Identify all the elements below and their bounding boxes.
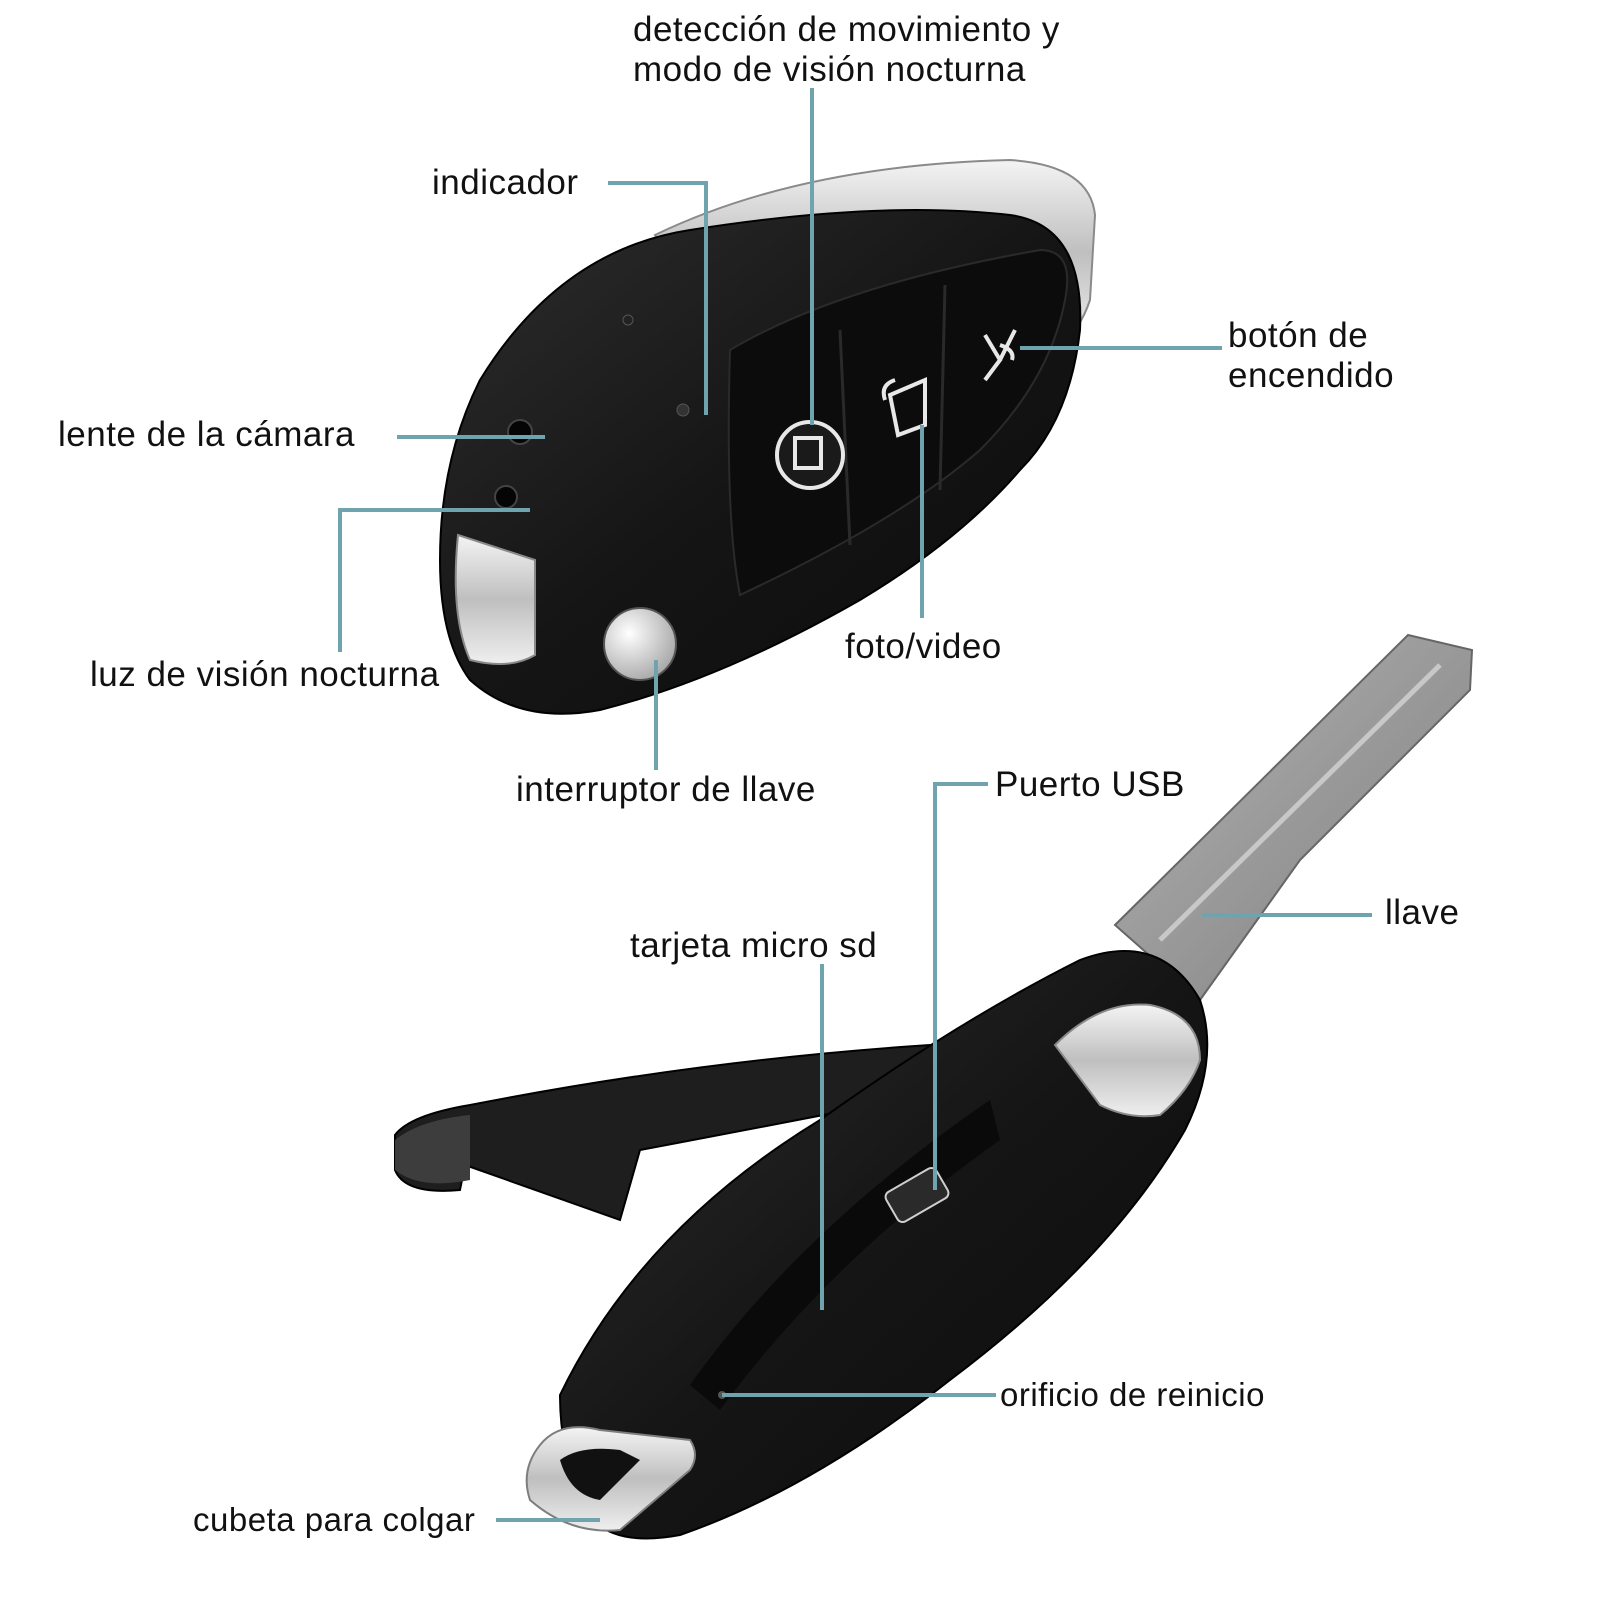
indicator-led: [676, 403, 690, 417]
label-camera-lens: lente de la cámara: [58, 415, 355, 454]
label-reset-hole: orificio de reinicio: [1000, 1376, 1265, 1413]
leader-usb: [933, 782, 988, 1190]
label-photo-video: foto/video: [845, 627, 1002, 666]
closed-fob-device: [438, 158, 1097, 715]
chrome-trim-front: [454, 533, 536, 665]
label-night-light: luz de visión nocturna: [90, 655, 440, 694]
usb-port: [884, 1166, 950, 1224]
key-switch-button: [603, 607, 677, 681]
chrome-trim-open: [1053, 1003, 1202, 1118]
motion-night-button-icon: [775, 420, 845, 490]
open-fob-device: [394, 633, 1474, 1540]
key-blade: [1113, 633, 1474, 1002]
label-key: llave: [1385, 893, 1460, 932]
leader-lines: [338, 88, 1372, 1522]
power-button-icon: [983, 329, 1017, 382]
label-key-switch: interruptor de llave: [516, 770, 816, 809]
camera-lens-hole: [507, 419, 533, 445]
night-light-hole: [494, 485, 518, 509]
photo-video-button-icon: [881, 376, 927, 438]
label-motion-night: detección de movimiento y modo de visión…: [633, 10, 1060, 89]
label-micro-sd: tarjeta micro sd: [630, 926, 878, 965]
label-indicator: indicador: [432, 163, 579, 202]
leader-night-light: [338, 508, 530, 652]
label-usb-port: Puerto USB: [995, 765, 1185, 804]
label-power-button: botón de encendido: [1228, 316, 1395, 395]
label-hanging-bucket: cubeta para colgar: [193, 1501, 476, 1538]
leader-indicator: [608, 181, 708, 415]
